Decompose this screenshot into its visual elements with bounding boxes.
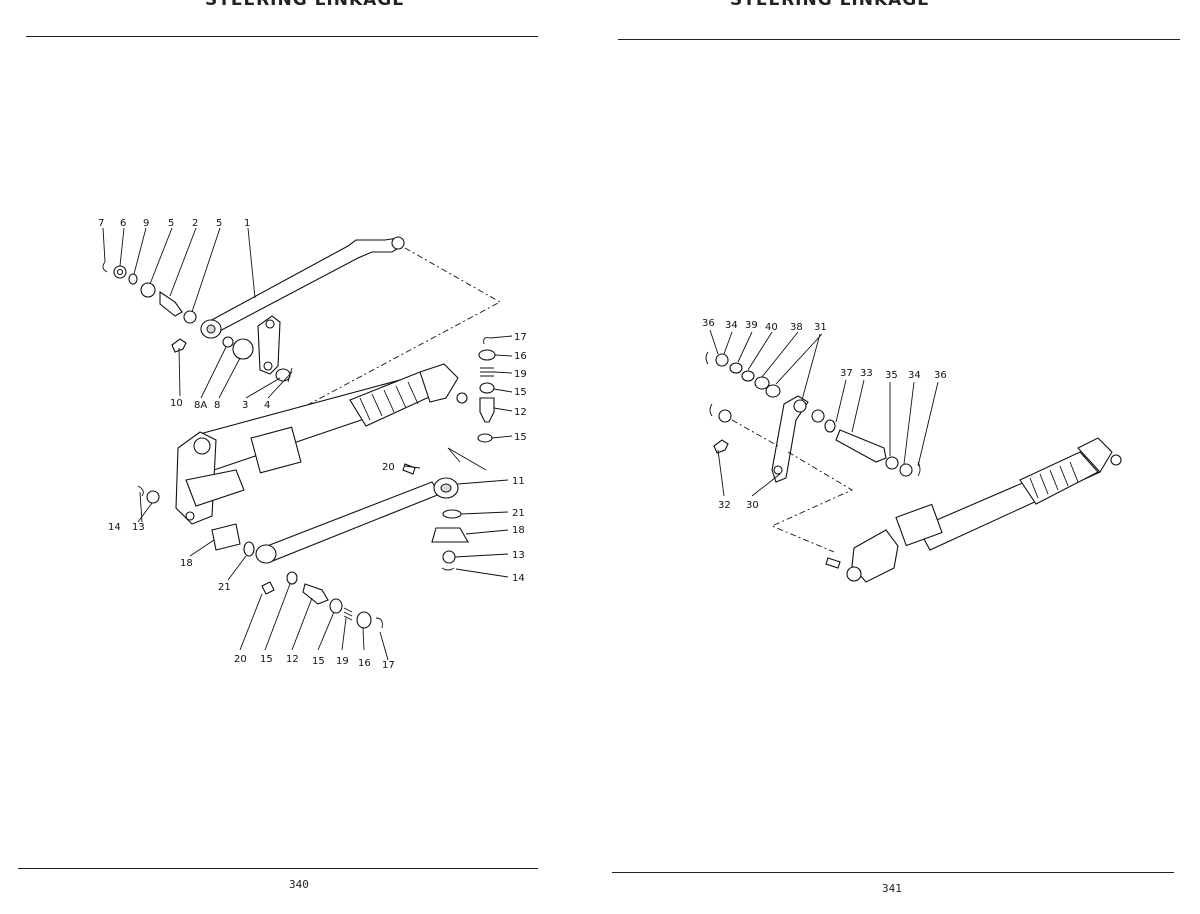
callout-10: 10 (170, 398, 183, 409)
right-page-number: 341 (882, 882, 902, 895)
callout-16b: 16 (358, 658, 371, 669)
callout-34b: 34 (908, 370, 921, 381)
callout-39: 39 (745, 320, 758, 331)
callout-5a: 5 (168, 218, 174, 229)
steering-arm (771, 395, 809, 483)
callout-19a: 19 (514, 369, 527, 380)
pitman-arm (222, 315, 293, 383)
left-callouts: 7 6 9 5 2 5 1 10 8A 8 3 4 17 16 19 15 12… (98, 218, 527, 671)
callout-38: 38 (790, 322, 803, 333)
callout-21b: 21 (218, 582, 231, 593)
callout-15c: 15 (260, 654, 273, 665)
left-bottom-rule (18, 868, 538, 869)
right-top-rule (618, 39, 1180, 40)
callout-36a: 36 (702, 318, 715, 329)
right-exploded-diagram: 36 34 39 40 38 31 37 33 35 34 36 32 30 (702, 318, 1122, 583)
callout-18b: 18 (180, 558, 193, 569)
callout-17a: 17 (514, 332, 527, 343)
left-page-header: STEERING LINKAGE (205, 0, 405, 10)
callout-1: 1 (244, 218, 250, 229)
callout-13a: 13 (512, 550, 525, 561)
callout-21a: 21 (512, 508, 525, 519)
callout-33: 33 (860, 368, 873, 379)
steering-cylinder (175, 363, 468, 525)
steering-cylinder-right (825, 437, 1122, 583)
callout-5b: 5 (216, 218, 222, 229)
callout-9: 9 (143, 218, 149, 229)
left-exploded-diagram: 7 6 9 5 2 5 1 10 8A 8 3 4 17 16 19 15 12… (98, 218, 527, 671)
callout-12b: 12 (286, 654, 299, 665)
callout-14b: 14 (108, 522, 121, 533)
callout-30: 30 (746, 500, 759, 511)
right-page-header: STEERING LINKAGE (730, 0, 930, 10)
left-page: STEERING LINKAGE (18, 0, 538, 891)
right-ball-joint-stack (477, 337, 496, 443)
lower-right-parts (431, 509, 469, 571)
callout-40: 40 (765, 322, 778, 333)
bottom-ball-joint-stack (286, 571, 383, 629)
callout-15b: 15 (514, 432, 527, 443)
callout-17b: 17 (382, 660, 395, 671)
callout-18a: 18 (512, 525, 525, 536)
right-page: STEERING LINKAGE (600, 0, 1200, 914)
left-page-number: 340 (289, 878, 309, 891)
callout-8: 8 (214, 400, 220, 411)
callout-31: 31 (814, 322, 827, 333)
callout-36b: 36 (934, 370, 947, 381)
callout-34a: 34 (725, 320, 738, 331)
callout-19b: 19 (336, 656, 349, 667)
drag-link (255, 463, 459, 564)
callout-13b: 13 (132, 522, 145, 533)
lower-left-parts (137, 485, 275, 595)
callout-14a: 14 (512, 573, 525, 584)
callout-15a: 15 (514, 387, 527, 398)
callout-32: 32 (718, 500, 731, 511)
callout-11: 11 (512, 476, 525, 487)
tie-rod-end-parts (102, 261, 197, 353)
arm-end-parts (705, 351, 781, 454)
pin-assembly (811, 409, 921, 477)
callout-4: 4 (264, 400, 270, 411)
callout-20b: 20 (234, 654, 247, 665)
tie-rod (200, 236, 405, 339)
right-bottom-rule (612, 872, 1174, 873)
callout-37: 37 (840, 368, 853, 379)
callout-2: 2 (192, 218, 198, 229)
callout-8a: 8A (194, 400, 207, 411)
left-top-rule (26, 36, 538, 37)
callout-3: 3 (242, 400, 248, 411)
callout-16a: 16 (514, 351, 527, 362)
callout-6: 6 (120, 218, 126, 229)
callout-35: 35 (885, 370, 898, 381)
callout-15d: 15 (312, 656, 325, 667)
callout-12a: 12 (514, 407, 527, 418)
right-callouts: 36 34 39 40 38 31 37 33 35 34 36 32 30 (702, 318, 947, 511)
callout-20a: 20 (382, 462, 395, 473)
callout-7: 7 (98, 218, 104, 229)
